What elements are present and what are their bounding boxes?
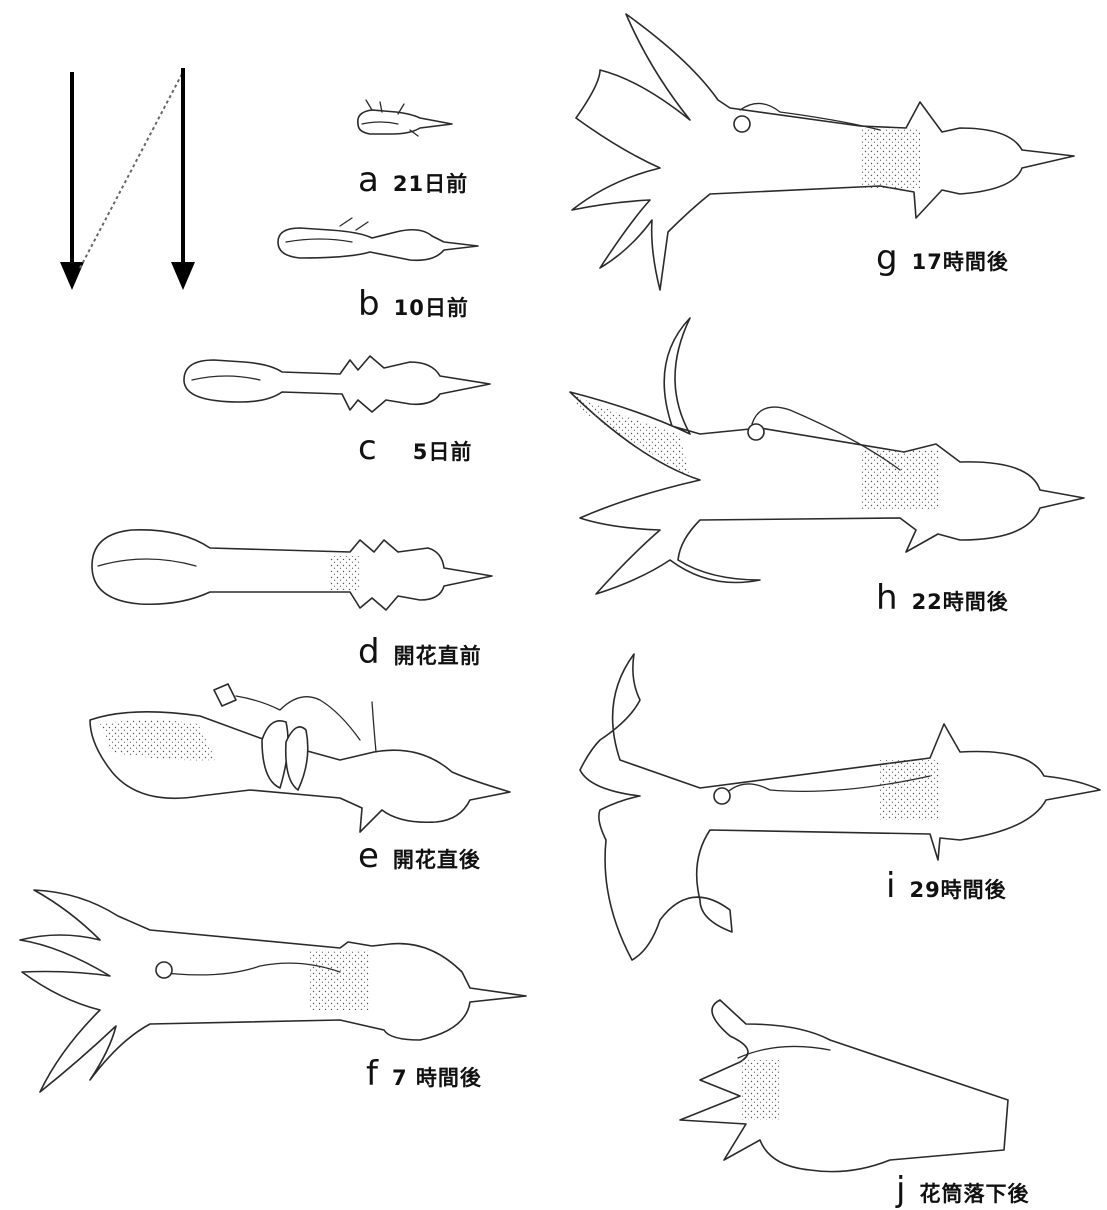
stage-time: 17時間後 (912, 246, 1009, 276)
stage-label-b: b 10日前 (358, 284, 469, 324)
flower-stage-e (90, 684, 510, 832)
stage-label-e: e 開花直後 (358, 836, 481, 876)
stage-letter: g (876, 238, 898, 278)
stage-letter: f (366, 1054, 378, 1094)
stage-time: 29時間後 (909, 874, 1006, 904)
stage-letter: a (358, 160, 379, 200)
flower-stage-h (570, 318, 1084, 594)
flower-stage-c (184, 356, 490, 412)
stage-time: 開花直後 (393, 844, 481, 874)
stage-letter: j (896, 1170, 905, 1210)
stage-time: 10日前 (394, 292, 469, 322)
flower-stage-d (92, 530, 492, 610)
stage-label-i: i 29時間後 (886, 866, 1007, 906)
stage-time: 花筒落下後 (919, 1178, 1029, 1208)
stage-time: 21日前 (393, 168, 468, 198)
stage-label-c: c 5日前 (358, 428, 472, 468)
stage-label-a: a 21日前 (358, 160, 468, 200)
flower-stage-b (278, 218, 478, 260)
reading-order-arrows (60, 68, 195, 290)
stage-letter: c (358, 428, 377, 468)
stage-time: 5日前 (413, 436, 473, 466)
stage-label-d: d 開花直前 (358, 632, 482, 672)
right-arrowhead-icon (171, 262, 195, 290)
flower-stage-j (680, 1000, 1008, 1172)
stage-label-j: j 花筒落下後 (896, 1170, 1029, 1210)
stage-label-h: h 22時間後 (876, 578, 1009, 618)
stage-time: 7 時間後 (392, 1062, 482, 1092)
stage-letter: i (886, 866, 895, 906)
flower-stage-i (580, 654, 1100, 960)
stage-letter: d (358, 632, 380, 672)
stage-letter: h (876, 578, 898, 618)
stage-label-f: f 7 時間後 (366, 1054, 482, 1094)
stage-time: 開花直前 (394, 640, 482, 670)
flower-stage-a (358, 100, 452, 136)
stage-label-g: g 17時間後 (876, 238, 1009, 278)
stage-letter: b (358, 284, 380, 324)
stage-letter: e (358, 836, 379, 876)
stage-time: 22時間後 (912, 586, 1009, 616)
diagonal-connector (80, 72, 183, 268)
